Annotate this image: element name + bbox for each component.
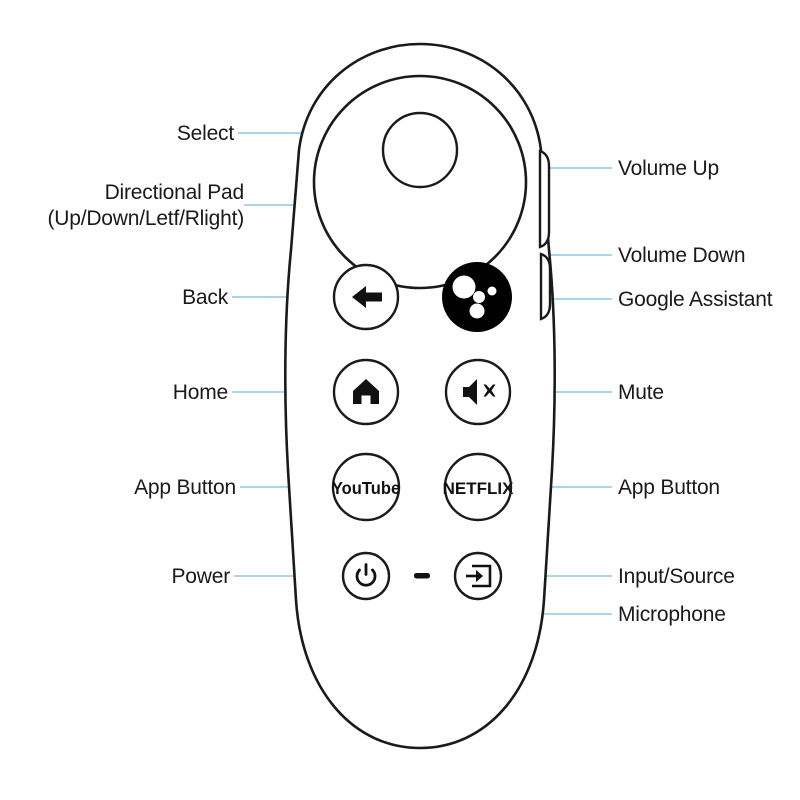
callout-input-source: Input/Source — [618, 564, 735, 590]
speaker-muted-icon — [463, 379, 496, 405]
callout-select-line1: Select — [176, 122, 234, 145]
callout-google-assistant-line1: Google Assistant — [618, 288, 773, 311]
youtube-label: YouTube — [332, 477, 401, 498]
callout-mute-line1: Mute — [618, 381, 664, 404]
back-button[interactable] — [332, 263, 400, 331]
callout-microphone: Microphone — [618, 602, 726, 628]
callout-volume-up: Volume Up — [618, 156, 719, 182]
volume-down-side-button[interactable] — [539, 252, 552, 321]
google-assistant-button[interactable] — [442, 262, 512, 332]
callout-back-line1: Back — [182, 286, 228, 309]
power-button-circle[interactable] — [341, 551, 391, 601]
input-source-button[interactable] — [453, 551, 503, 601]
callout-input-source-line1: Input/Source — [618, 565, 735, 588]
callout-app-button-left-line1: App Button — [134, 476, 236, 499]
callout-directional-pad-line1: Directional Pad — [104, 181, 245, 204]
microphone-slot-icon — [414, 573, 430, 579]
volume-up-side-button[interactable] — [538, 149, 551, 249]
callout-back: Back — [182, 285, 228, 311]
house-icon — [353, 379, 379, 404]
callout-home-line1: Home — [172, 381, 228, 404]
netflix-label: NETFLIX — [443, 479, 514, 498]
select-button[interactable] — [381, 111, 459, 189]
app-button-youtube[interactable]: YouTube — [331, 452, 401, 522]
callout-directional-pad: Directional Pad (Up/Down/Letf/Rlight) — [47, 180, 244, 232]
power-button[interactable] — [341, 551, 391, 601]
mute-button-circle[interactable] — [444, 358, 512, 426]
home-button[interactable] — [332, 358, 400, 426]
callout-microphone-line1: Microphone — [618, 603, 726, 626]
side-buttons — [538, 149, 552, 321]
callout-power: Power — [171, 564, 230, 590]
callout-directional-pad-line2: (Up/Down/Letf/Rlight) — [47, 207, 244, 230]
callout-mute: Mute — [618, 380, 664, 406]
youtube-button-circle[interactable] — [331, 452, 401, 522]
arrow-into-box-icon — [466, 564, 492, 588]
callout-power-line1: Power — [171, 565, 230, 588]
power-symbol-icon — [355, 563, 377, 587]
callout-volume-down-line1: Volume Down — [618, 244, 746, 267]
callout-app-button-right: App Button — [618, 475, 720, 501]
callout-home: Home — [173, 380, 228, 406]
callout-volume-down: Volume Down — [618, 243, 746, 269]
callout-google-assistant: Google Assistant — [618, 287, 773, 313]
left-arrow-icon — [352, 286, 382, 308]
app-button-netflix[interactable]: NETFLIX — [443, 452, 514, 522]
microphone-slot — [414, 573, 430, 579]
callout-app-button-left: App Button — [134, 475, 236, 501]
callout-app-button-right-line1: App Button — [618, 476, 720, 499]
mute-button[interactable] — [444, 358, 512, 426]
netflix-button-circle[interactable] — [443, 452, 513, 522]
callout-volume-up-line1: Volume Up — [618, 157, 719, 180]
google-assistant-dots-icon — [452, 275, 497, 319]
callout-select: Select — [177, 121, 234, 147]
